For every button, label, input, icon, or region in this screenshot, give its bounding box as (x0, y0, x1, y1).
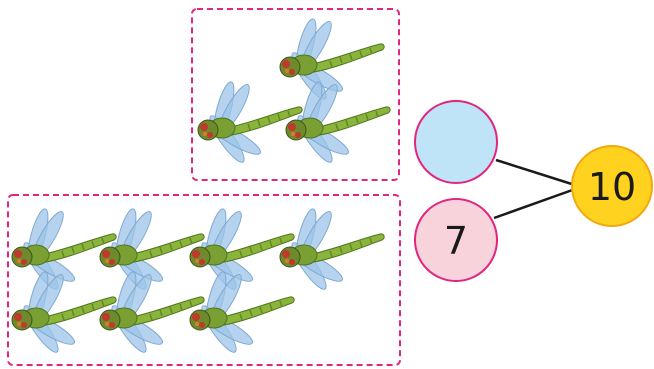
dragonfly-icon (197, 79, 303, 167)
dragonfly-icon (189, 269, 295, 357)
dragonfly-icon (189, 206, 295, 294)
known-part-value: 7 (444, 219, 468, 263)
dragonfly-icon (285, 79, 391, 167)
known-part-circle (414, 198, 498, 282)
bond-line-lower (493, 186, 579, 220)
whole-circle (571, 145, 653, 227)
whole-value: 10 (588, 165, 636, 209)
dragonfly-icon (11, 269, 117, 357)
bond-line-upper (495, 158, 579, 188)
dragonfly-icon (279, 206, 385, 294)
top-group-box (191, 8, 400, 181)
dragonfly-icon (99, 269, 205, 357)
dragonfly-icon (99, 206, 205, 294)
blank-part-circle[interactable] (414, 100, 498, 184)
bottom-group-box (7, 194, 401, 366)
dragonfly-icon (11, 206, 117, 294)
